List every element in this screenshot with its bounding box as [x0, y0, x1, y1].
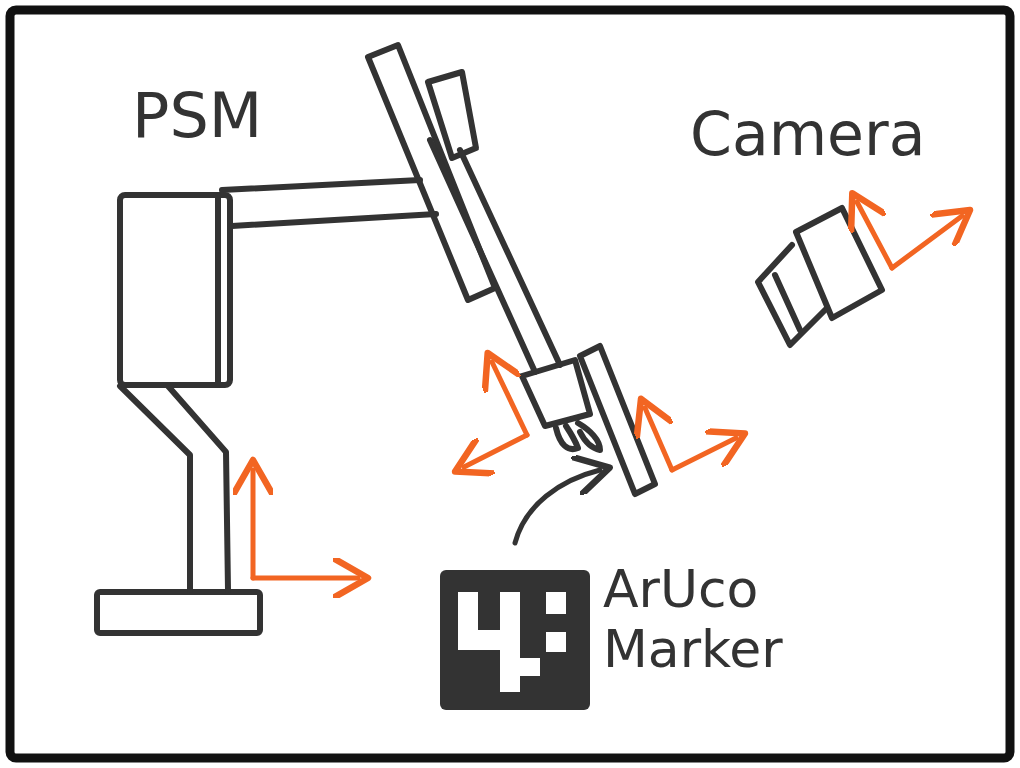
frame: [10, 10, 1010, 758]
aruco-marker: [440, 570, 590, 710]
label-text: Camera: [690, 100, 925, 169]
coordinate-frames: [253, 202, 962, 578]
psm-robot: [97, 45, 655, 633]
camera-icon: [758, 208, 882, 345]
leader-arrow: [515, 470, 600, 543]
label-text: ArUco Marker: [603, 560, 853, 680]
label-text: PSM: [132, 80, 262, 151]
